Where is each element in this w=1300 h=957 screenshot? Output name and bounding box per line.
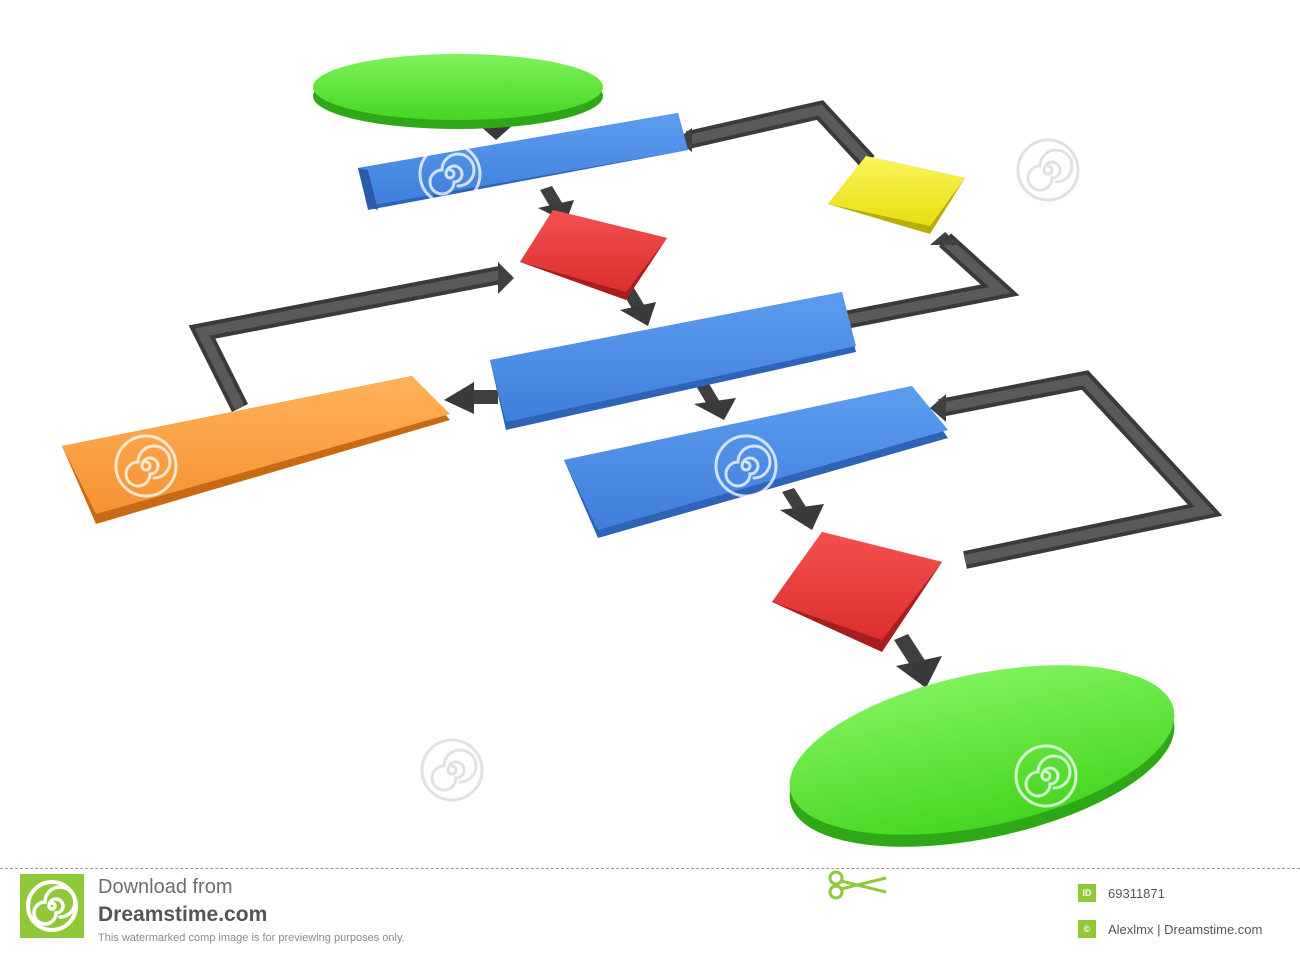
process-orange [62,376,450,524]
flowchart-diagram [62,54,1223,847]
connector-loop-junction-to-process-top [686,104,872,166]
arrow-decision2-to-end [894,634,942,688]
end-terminal [789,665,1175,847]
start-terminal [313,54,603,129]
image-id: 69311871 [1108,886,1165,901]
process-1 [358,113,688,210]
scissors-icon [828,870,887,900]
arrowhead-into-process3-right [930,394,946,422]
dreamstime-logo-icon [20,874,84,938]
connector-loop-orange-to-decision [188,266,502,413]
copyright-icon: © [1078,920,1096,938]
preview-notice: This watermarked comp image is for previ… [98,932,405,944]
connectors-layer [188,100,1223,569]
connector-loop-decision2-to-process3-top [939,374,1215,565]
arrow-process3-to-decision2 [780,488,824,530]
arrow-process2-to-orange [444,382,498,414]
decision-2 [772,532,942,652]
footer-divider [0,868,1300,869]
junction-yellow [828,156,965,234]
download-from-label: Download from [98,876,233,898]
arrowhead-into-decision1-left [498,262,514,294]
footer: Download from Dreamstime.com This waterm… [0,862,1300,957]
id-badge: ID [1078,884,1096,902]
arrow-process2-to-process3 [694,382,736,420]
spiral-icon [1016,138,1080,202]
spiral-icon [420,738,484,802]
connector-loop-process2-to-junction-top [844,236,1011,325]
process-2 [490,292,856,430]
decision-1 [520,210,667,300]
spiral-icon [26,880,78,932]
author-credit: Alexlmx | Dreamstime.com [1108,922,1263,937]
connector-loop-orange-to-decision-top [194,270,501,411]
site-name: Dreamstime.com [98,903,268,926]
arrowhead-into-junction-bottom [930,232,960,245]
